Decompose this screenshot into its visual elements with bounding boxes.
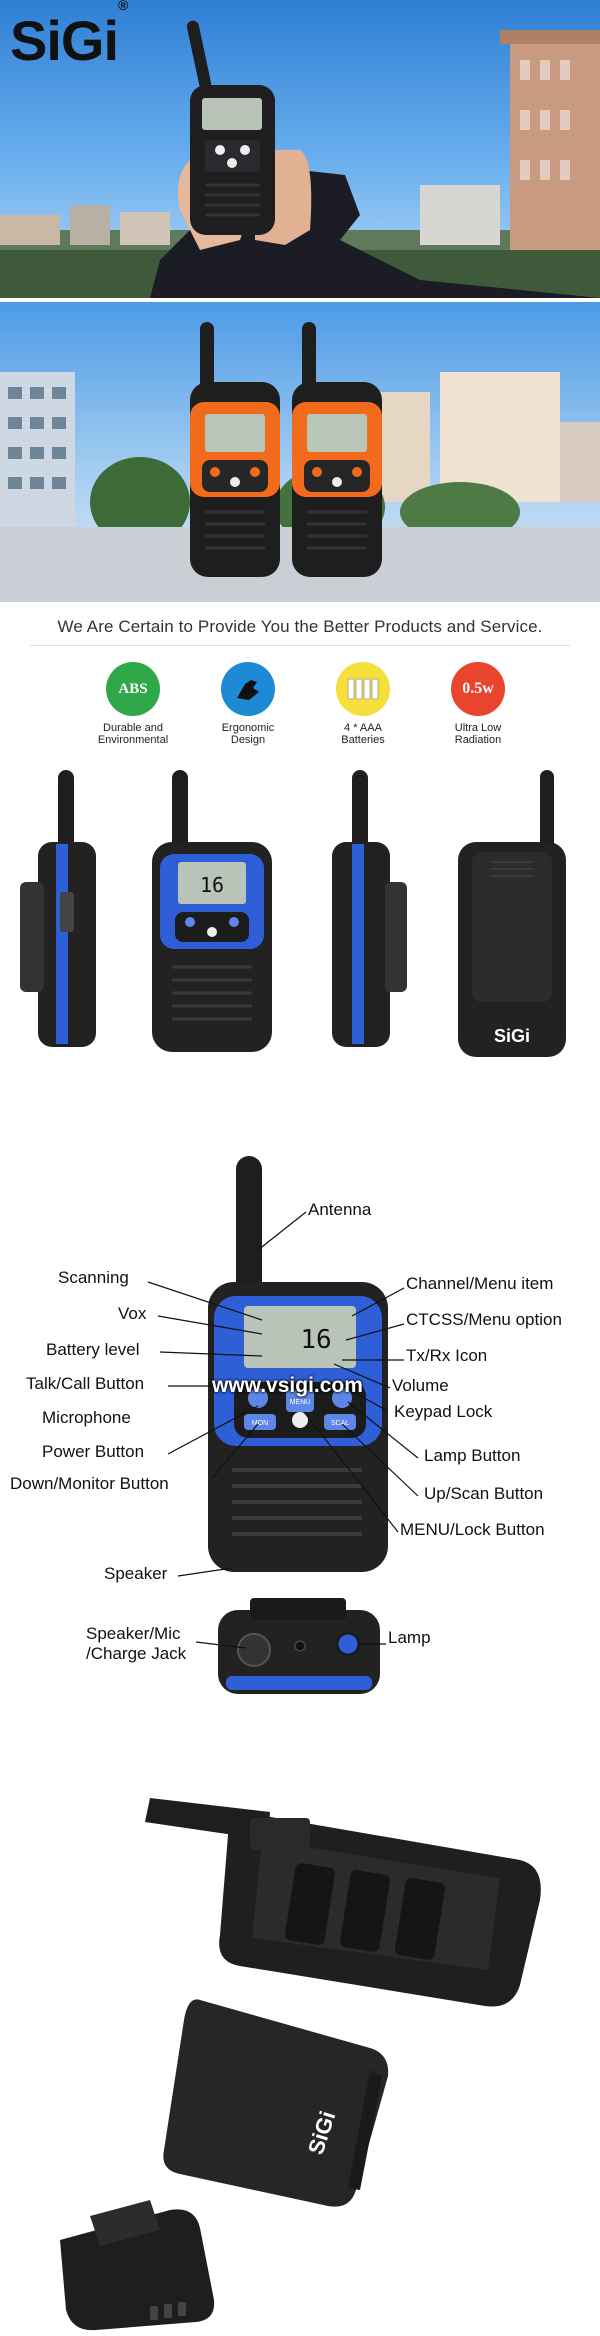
callout-channel-menu-item: Channel/Menu item: [406, 1274, 554, 1293]
mon-key-label: MON: [252, 1420, 268, 1427]
brand-logo-text: SiGi: [10, 9, 119, 72]
device-views: 16 SiGi: [0, 762, 600, 1092]
callout-power: Power Button: [42, 1442, 145, 1461]
feature-ergonomic: Ergonomic Design: [193, 662, 303, 746]
callout-up-scan: Up/Scan Button: [424, 1484, 544, 1503]
feature-radiation: 0.5w Ultra Low Radiation: [423, 662, 533, 746]
callout-microphone: Microphone: [42, 1408, 131, 1427]
hand-icon: [221, 662, 275, 716]
back-view: SiGi: [458, 770, 566, 1057]
front-view: 16: [152, 770, 272, 1052]
hero-hand-photo: SiGi®: [0, 0, 600, 298]
callout-speaker-mic-charge: Speaker/Mic /Charge Jack: [86, 1624, 187, 1663]
radiation-badge: 0.5w: [451, 662, 505, 716]
feature-abs: ABS Durable and Environmental: [78, 662, 188, 746]
diagram-illustration: 16 MENU MON SCAL: [147, 1156, 419, 1694]
callout-speaker: Speaker: [104, 1564, 168, 1583]
site-watermark: www.vsigi.com: [212, 1374, 363, 1397]
back-logo: SiGi: [494, 1026, 530, 1046]
callout-volume: Volume: [392, 1376, 449, 1395]
callout-lamp-button: Lamp Button: [424, 1446, 521, 1465]
callout-vox: Vox: [118, 1304, 147, 1323]
feature-label-durable: Durable and Environmental: [97, 722, 169, 746]
callout-lamp: Lamp: [388, 1628, 431, 1647]
hero-hand-scene: [0, 20, 600, 298]
features-row: ABS Durable and Environmental Ergonomic …: [0, 652, 600, 762]
callout-menu-lock: MENU/Lock Button: [400, 1520, 545, 1539]
callout-keypad-lock: Keypad Lock: [394, 1402, 493, 1421]
tagline-divider: [30, 645, 570, 646]
radiation-badge-text: 0.5w: [462, 680, 494, 697]
scan-key-label: SCAL: [331, 1420, 349, 1427]
abs-badge: ABS: [106, 662, 160, 716]
tagline-banner: We Are Certain to Provide You the Better…: [0, 602, 600, 652]
tagline-text: We Are Certain to Provide You the Better…: [57, 617, 543, 636]
battery-illustration: SiGi: [60, 1798, 541, 2331]
callout-txrx-icon: Tx/Rx Icon: [406, 1346, 488, 1365]
callout-scanning: Scanning: [58, 1268, 129, 1287]
orange-radios-scene: [0, 322, 600, 602]
callout-battery-level: Battery level: [46, 1340, 140, 1359]
side-view-right: [332, 770, 407, 1047]
device-views-illustration: 16 SiGi: [20, 770, 566, 1057]
button-diagram: 16 MENU MON SCAL: [0, 1120, 600, 1760]
callout-down-monitor: Down/Monitor Button: [10, 1474, 169, 1493]
menu-key-label: MENU: [290, 1399, 311, 1406]
side-view-left: [20, 770, 96, 1047]
feature-batteries: 4 * AAA Batteries: [308, 662, 418, 746]
abs-badge-text: ABS: [118, 680, 148, 697]
feature-label-ergonomic: Ergonomic Design: [221, 722, 275, 746]
feature-label-radiation: Ultra Low Radiation: [454, 722, 502, 746]
battery-compartment-photo: SiGi: [0, 1770, 600, 2336]
callout-antenna: Antenna: [308, 1200, 372, 1219]
feature-label-batteries: 4 * AAA Batteries: [341, 722, 385, 746]
brand-logo: SiGi®: [10, 0, 128, 73]
callout-ctcss: CTCSS/Menu option: [406, 1310, 562, 1329]
batteries-icon: [336, 662, 390, 716]
callout-talk-call: Talk/Call Button: [26, 1374, 145, 1393]
registered-mark: ®: [118, 0, 128, 14]
orange-radios-photo: [0, 302, 600, 602]
lcd-digits: 16: [200, 873, 224, 897]
diagram-lcd-digits: 16: [300, 1325, 331, 1355]
